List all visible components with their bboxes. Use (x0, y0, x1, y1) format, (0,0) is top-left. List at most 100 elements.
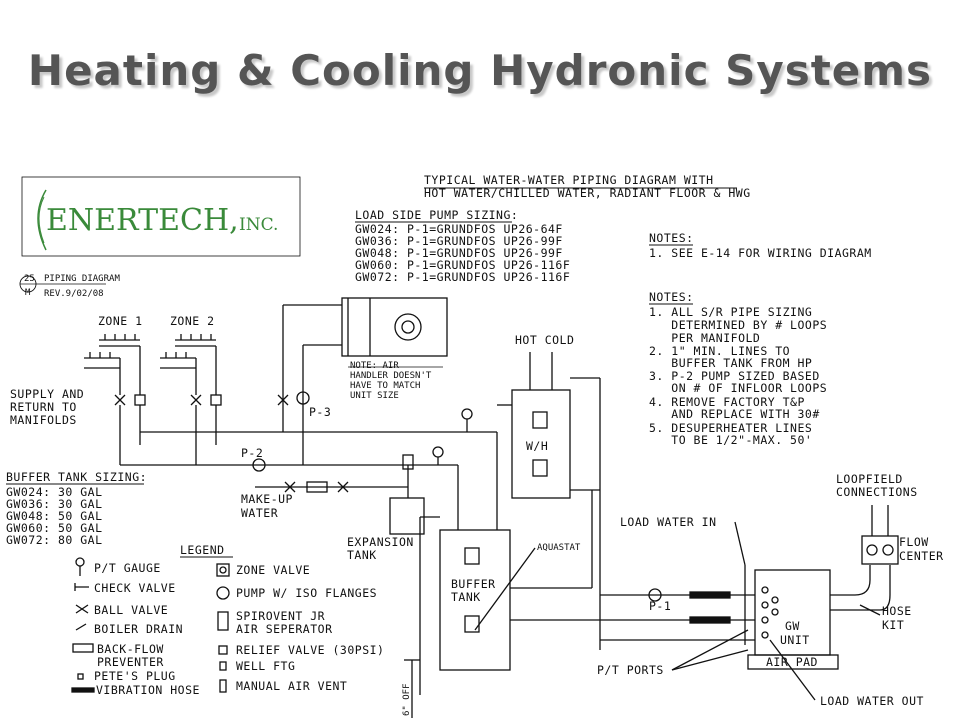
ball-valve-icon (114, 394, 126, 406)
header-line-1: TYPICAL WATER-WATER PIPING DIAGRAM WITH (424, 173, 714, 187)
buffer-sizing-row: GW048: 50 GAL (6, 509, 103, 523)
pump-sizing-row: GW072: P-1=GRUNDFOS UP26-116F (355, 270, 570, 284)
legend-item: ZONE VALVE (236, 563, 310, 577)
airnote-line: HANDLER DOESN'T (350, 371, 432, 381)
buffer-sizing-row: GW060: 50 GAL (6, 521, 103, 535)
zone1-label: ZONE 1 (98, 314, 143, 328)
pump-p3-icon (296, 391, 310, 405)
pump-sizing-row: GW048: P-1=GRUNDFOS UP26-99F (355, 246, 563, 260)
notes2-line: 4. REMOVE FACTORY T&P (649, 395, 805, 409)
notes2-line: 3. P-2 PUMP SIZED BASED (649, 369, 820, 383)
pump-sizing-title: LOAD SIDE PUMP SIZING: (355, 208, 518, 222)
hose-kit-label: KIT (882, 618, 904, 632)
notes2-line: BUFFER TANK FROM HP (649, 356, 812, 370)
offset-label: 6" OFF (402, 683, 412, 716)
notes2-line: 5. DESUPERHEATER LINES (649, 421, 812, 435)
buffer-sizing-row: GW024: 30 GAL (6, 485, 103, 499)
legend-item: SPIROVENT JR (236, 609, 325, 623)
legend-item: MANUAL AIR VENT (236, 679, 347, 693)
stamp-sheet: 25 (24, 274, 35, 284)
buffer-sizing-row: GW036: 30 GAL (6, 497, 103, 511)
legend-item: BOILER DRAIN (94, 622, 183, 636)
notes1-item: 1. SEE E-14 FOR WIRING DIAGRAM (649, 246, 872, 260)
notes1-title: NOTES: (649, 231, 694, 245)
zone1-manifold (84, 334, 141, 395)
supply-label: SUPPLY AND (10, 387, 84, 401)
pump-p2-icon (252, 458, 266, 472)
airpad-label: AIR PAD (766, 655, 818, 669)
hotcold-label: HOT COLD (515, 333, 574, 347)
stamp-sub: M (25, 288, 31, 298)
expansion-label: EXPANSION (347, 535, 414, 549)
pump-p1-icon (648, 588, 662, 602)
header-line-2: HOT WATER/CHILLED WATER, RADIANT FLOOR &… (424, 186, 751, 200)
flow-center (861, 535, 899, 565)
notes2-line: 2. 1" MIN. LINES TO (649, 344, 790, 358)
gw-label: GW (785, 619, 800, 633)
pump-sizing-row: GW024: P-1=GRUNDFOS UP26-64F (355, 222, 563, 236)
makeup-label: WATER (241, 506, 278, 520)
supply-label: MANIFOLDS (10, 413, 77, 427)
legend-title: LEGEND (180, 543, 225, 557)
airnote-line: NOTE: AIR (350, 361, 399, 371)
notes2-line: AND REPLACE WITH 30# (649, 407, 820, 421)
notes2-line: DETERMINED BY # LOOPS (649, 318, 827, 332)
legend-item: CHECK VALVE (94, 581, 176, 595)
slide-title: Heating & Cooling Hydronic Systems (27, 46, 933, 95)
stamp-label: PIPING DIAGRAM (44, 274, 120, 284)
buffer-label: BUFFER (451, 577, 496, 591)
p1-label: P-1 (649, 599, 671, 613)
notes2-line: ON # OF INFLOOR LOOPS (649, 381, 827, 395)
air-handler (341, 297, 448, 357)
wh-label: W/H (526, 439, 548, 453)
legend-item: AIR SEPERATOR (236, 622, 333, 636)
logo-suffix: INC. (239, 215, 278, 235)
p3-label: P-3 (309, 405, 331, 419)
logo-name: ENERTECH, (46, 203, 239, 238)
pt-ports-label: P/T PORTS (597, 663, 664, 677)
logo-frame (21, 176, 301, 257)
water-heater (511, 389, 571, 499)
stamp-rev: REV.9/02/08 (44, 289, 104, 299)
makeup-label: MAKE-UP (241, 492, 293, 506)
notes2-title: NOTES: (649, 290, 694, 304)
legend-item: BACK-FLOW (97, 642, 164, 656)
legend-item: PUMP W/ ISO FLANGES (236, 586, 377, 600)
airnote-line: HAVE TO MATCH (350, 381, 420, 391)
expansion-tank (389, 497, 425, 535)
vibration-hose-icon (689, 591, 731, 599)
hose-kit-label: HOSE (882, 604, 912, 618)
p2-label: P-2 (241, 446, 263, 460)
buffer-label: TANK (451, 590, 481, 604)
buffer-tank (439, 529, 511, 671)
flow-center-label: CENTER (899, 549, 944, 563)
buffer-sizing-row: GW072: 80 GAL (6, 533, 103, 547)
pump-sizing-row: GW060: P-1=GRUNDFOS UP26-116F (355, 258, 570, 272)
logo-swoosh-icon (37, 189, 47, 251)
load-out-label: LOAD WATER OUT (820, 694, 924, 708)
gw-label: UNIT (780, 633, 810, 647)
legend-item: RELIEF VALVE (30PSI) (236, 643, 384, 657)
loopfield-label: LOOPFIELD (836, 472, 903, 486)
legend-item: WELL FTG (236, 659, 295, 673)
notes2-line: 1. ALL S/R PIPE SIZING (649, 305, 812, 319)
legend-item: PETE'S PLUG (94, 669, 176, 683)
legend-item: PREVENTER (97, 655, 164, 669)
pump-sizing-row: GW036: P-1=GRUNDFOS UP26-99F (355, 234, 563, 248)
zone2-manifold (160, 334, 217, 395)
notes2-line: TO BE 1/2"-MAX. 50' (649, 433, 812, 447)
loopfield-label: CONNECTIONS (836, 485, 918, 499)
supply-label: RETURN TO (10, 400, 77, 414)
zone-valve-icon (134, 394, 146, 406)
airnote-line: UNIT SIZE (350, 391, 399, 401)
legend-item: VIBRATION HOSE (96, 683, 200, 697)
air-pad (747, 654, 839, 670)
zone2-label: ZONE 2 (170, 314, 215, 328)
aquastat-label: AQUASTAT (537, 543, 581, 553)
legend-item: P/T GAUGE (94, 561, 161, 575)
legend-item: BALL VALVE (94, 603, 168, 617)
flow-center-label: FLOW (899, 535, 929, 549)
load-in-label: LOAD WATER IN (620, 515, 717, 529)
expansion-label: TANK (347, 548, 377, 562)
